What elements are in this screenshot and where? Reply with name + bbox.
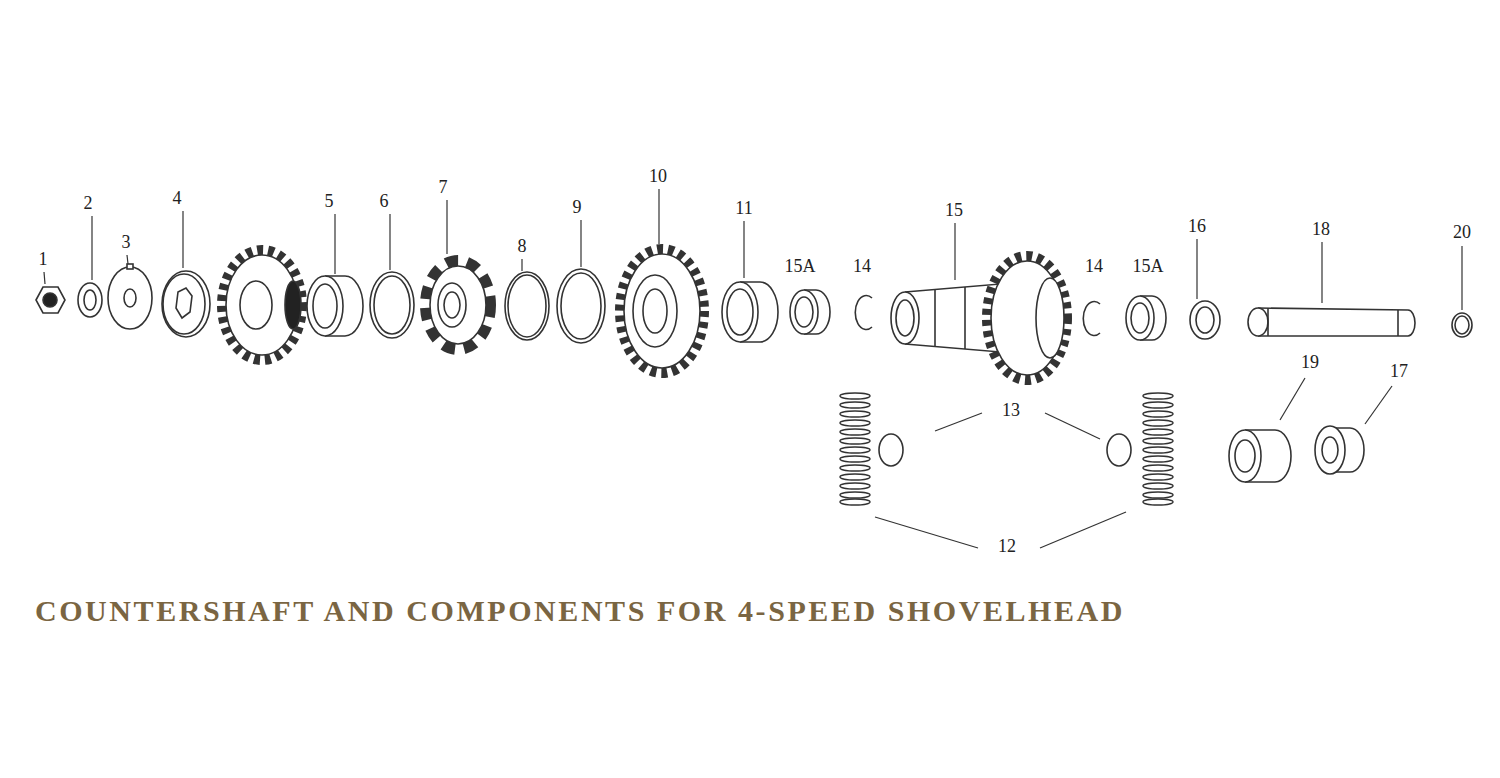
callout-number: 6 bbox=[380, 192, 389, 210]
callout-number: 13 bbox=[1002, 401, 1020, 419]
callout-number: 16 bbox=[1188, 217, 1206, 235]
diagram-title: COUNTERSHAFT AND COMPONENTS FOR 4-SPEED … bbox=[35, 594, 1125, 627]
callout-number: 15A bbox=[1133, 257, 1164, 275]
callout-number: 19 bbox=[1301, 353, 1319, 371]
callout-number: 3 bbox=[122, 233, 131, 251]
callout-number: 14 bbox=[1085, 257, 1103, 275]
callout-number: 12 bbox=[998, 537, 1016, 555]
callout-number: 10 bbox=[649, 167, 667, 185]
callout-number: 11 bbox=[735, 199, 752, 217]
callout-number: 2 bbox=[84, 194, 93, 212]
callout-number: 9 bbox=[573, 198, 582, 216]
callout-number: 18 bbox=[1312, 220, 1330, 238]
callout-number: 17 bbox=[1390, 362, 1408, 380]
callout-number: 4 bbox=[173, 189, 182, 207]
callout-number: 8 bbox=[518, 237, 527, 255]
callout-number: 14 bbox=[853, 257, 871, 275]
callout-number: 15A bbox=[785, 257, 816, 275]
callout-number: 15 bbox=[945, 201, 963, 219]
callout-number: 5 bbox=[325, 192, 334, 210]
callout-number: 1 bbox=[39, 250, 48, 268]
callout-number: 7 bbox=[439, 178, 448, 196]
leader-lines bbox=[44, 189, 1462, 548]
callout-number: 20 bbox=[1453, 223, 1471, 241]
